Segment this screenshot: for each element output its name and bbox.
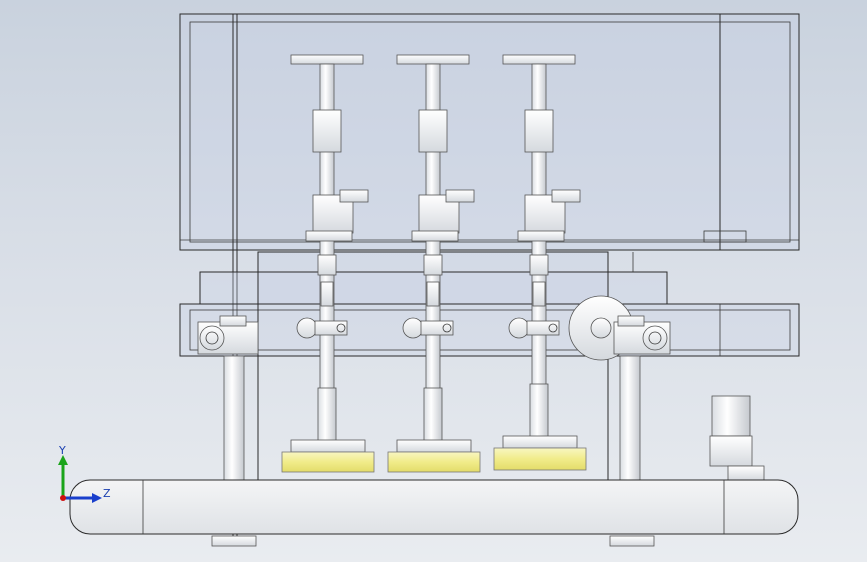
spindle-assembly-1[interactable] [281,54,375,473]
base-plate [69,479,799,547]
axis-label-z: Z [103,487,111,500]
drive-motor [709,395,765,481]
axis-label-y: Y [58,444,66,457]
left-pulley [197,315,259,481]
coordinate-triad: Y Z [58,444,111,503]
upper-housing [179,13,800,540]
right-pulley [568,295,671,481]
spindle-assembly-3[interactable] [493,54,587,471]
spindle-assembly-2[interactable] [387,54,481,473]
